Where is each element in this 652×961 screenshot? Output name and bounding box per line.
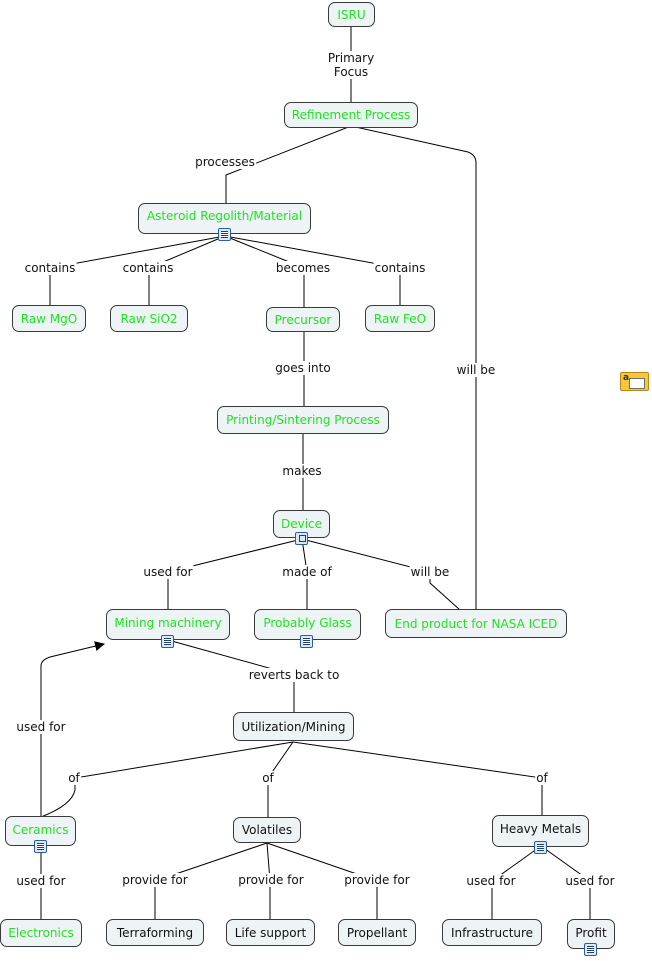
link-label-of: of xyxy=(261,771,275,785)
concept-isru[interactable]: ISRU xyxy=(328,2,375,27)
concept-volatiles[interactable]: Volatiles xyxy=(233,817,301,843)
concept-terraforming[interactable]: Terraforming xyxy=(106,919,204,946)
concept-printing-sintering[interactable]: Printing/Sintering Process xyxy=(217,406,389,434)
resource-document-icon[interactable] xyxy=(534,841,547,854)
link-label-used-for: used for xyxy=(15,720,67,734)
resource-document-icon[interactable] xyxy=(161,635,174,648)
link-label-used-for: used for xyxy=(465,874,517,888)
link-label-makes: makes xyxy=(281,464,323,478)
link-label-contains: contains xyxy=(23,261,77,275)
link-label-used-for: used for xyxy=(142,565,194,579)
link-label-made-of: made of xyxy=(281,565,333,579)
concept-raw-sio2[interactable]: Raw SiO2 xyxy=(110,305,188,332)
link-label-of: of xyxy=(535,771,549,785)
link-label-will-be: will be xyxy=(409,565,451,579)
link-label-goes-into: goes into xyxy=(274,361,332,375)
link-label-used-for: used for xyxy=(15,874,67,888)
link-label-of: of xyxy=(67,771,81,785)
resource-document-icon[interactable] xyxy=(584,943,597,956)
concept-utilization-mining[interactable]: Utilization/Mining xyxy=(233,712,354,741)
concept-electronics[interactable]: Electronics xyxy=(0,919,82,947)
concept-precursor[interactable]: Precursor xyxy=(266,307,340,332)
link-label-processes: processes xyxy=(194,155,256,169)
concept-raw-feo[interactable]: Raw FeO xyxy=(365,305,435,332)
link-label-contains: contains xyxy=(121,261,175,275)
concept-life-support[interactable]: Life support xyxy=(226,919,315,946)
link-label-used-for: used for xyxy=(564,874,616,888)
resource-document-icon[interactable] xyxy=(218,228,231,241)
concept-raw-mgo[interactable]: Raw MgO xyxy=(12,305,86,332)
concept-profit[interactable]: Profit xyxy=(567,919,615,949)
concept-propellant[interactable]: Propellant xyxy=(338,919,416,946)
submap-tree-icon[interactable] xyxy=(295,532,308,545)
link-label-provide-for: provide for xyxy=(237,873,305,887)
annotation-note-icon[interactable]: a xyxy=(620,372,649,391)
concept-end-product-nasa[interactable]: End product for NASA ICED xyxy=(385,609,567,638)
link-label-becomes: becomes xyxy=(274,261,332,275)
resource-document-icon[interactable] xyxy=(34,840,47,853)
link-label-contains: contains xyxy=(373,261,427,275)
link-label-provide-for: provide for xyxy=(121,873,189,887)
link-label-will-be: will be xyxy=(455,363,497,377)
concept-ceramics[interactable]: Ceramics xyxy=(5,816,76,846)
concept-refinement-process[interactable]: Refinement Process xyxy=(284,102,418,128)
link-label-reverts-back-to: reverts back to xyxy=(247,668,341,682)
resource-document-icon[interactable] xyxy=(300,635,313,648)
link-label-provide-for: provide for xyxy=(343,873,411,887)
concept-infrastructure[interactable]: Infrastructure xyxy=(442,919,542,946)
link-label-primary-focus: Primary Focus xyxy=(326,51,376,79)
